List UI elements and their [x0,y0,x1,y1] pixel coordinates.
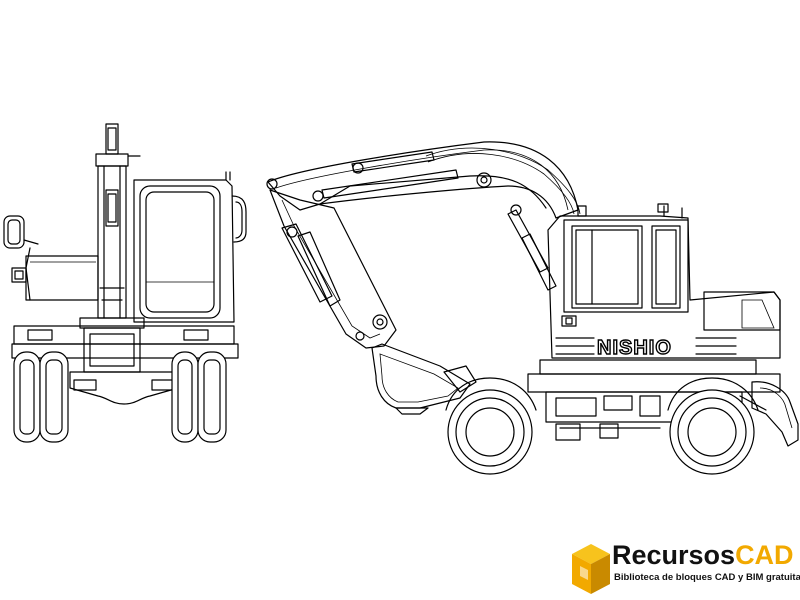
recursoscad-watermark: RecursosCAD Biblioteca de bloques CAD y … [570,538,800,600]
side-wheels [445,377,759,475]
side-chassis [527,359,799,447]
side-arm [269,189,397,349]
side-view: NISHIO [266,141,799,475]
cube-logo-icon [572,544,610,594]
front-wheels [13,351,227,443]
watermark-tagline: Biblioteca de bloques CAD y BIM gratuita [614,572,800,583]
watermark-name-part2: CAD [735,540,794,570]
nishio-brand-label: NISHIO [597,337,672,359]
watermark-name-part1: Recursos [612,540,736,570]
mirror-left [3,215,39,249]
side-bucket [371,343,477,415]
front-boom [79,123,145,373]
side-boom [266,141,581,291]
side-cab: NISHIO [547,203,781,360]
front-cab [133,171,247,323]
watermark-name: RecursosCAD [612,540,794,570]
front-view [3,123,247,443]
